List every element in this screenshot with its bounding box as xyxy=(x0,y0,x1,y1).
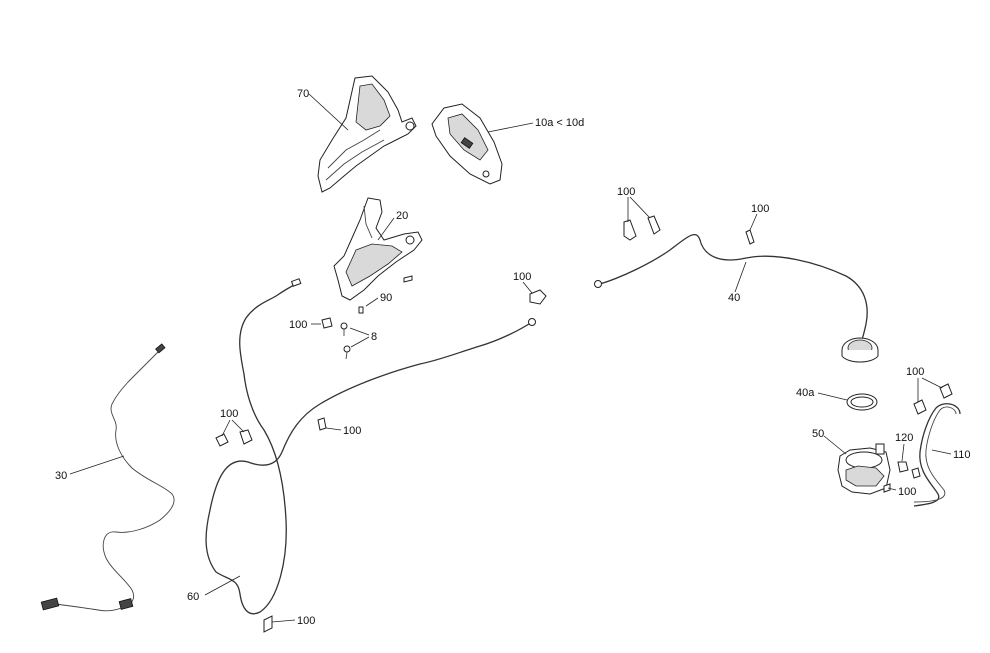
part-100-clip-h[interactable] xyxy=(883,467,921,493)
part-60-cable[interactable] xyxy=(205,278,536,615)
callout-120: 120 xyxy=(895,432,913,444)
callout-90: 90 xyxy=(380,292,392,304)
callout-60: 60 xyxy=(187,591,199,603)
part-40-drum[interactable] xyxy=(841,337,879,363)
part-100-clip-b[interactable] xyxy=(529,289,547,305)
callout-8: 8 xyxy=(371,331,377,343)
callout-30: 30 xyxy=(55,470,67,482)
part-110-hose[interactable] xyxy=(913,403,961,507)
part-40a-ring[interactable] xyxy=(846,393,878,411)
callout-100-b: 100 xyxy=(513,271,531,283)
part-90-pin-b[interactable] xyxy=(358,306,364,314)
callout-100-i: 100 xyxy=(906,366,924,378)
callout-40: 40 xyxy=(728,292,740,304)
part-100-clip-g[interactable] xyxy=(745,229,755,245)
callout-20: 20 xyxy=(396,210,408,222)
part-10-switch-housing[interactable] xyxy=(431,103,503,185)
callout-100-g: 100 xyxy=(751,203,769,215)
part-50-housing[interactable] xyxy=(837,443,891,495)
part-100-clip-a[interactable] xyxy=(321,317,333,329)
callout-100-h: 100 xyxy=(898,486,916,498)
part-100-clip-d[interactable] xyxy=(215,429,253,447)
callout-100-f: 100 xyxy=(617,186,635,198)
part-100-clip-i[interactable] xyxy=(913,383,953,415)
part-100-clip-f[interactable] xyxy=(623,215,661,241)
callout-70: 70 xyxy=(297,88,309,100)
part-20-lever-bracket[interactable] xyxy=(333,197,423,301)
callout-100-e: 100 xyxy=(297,615,315,627)
callout-100-d: 100 xyxy=(220,408,238,420)
part-70-shroud[interactable] xyxy=(317,75,417,193)
callout-40a: 40a xyxy=(796,387,815,399)
callout-10: 10a < 10d xyxy=(535,117,584,129)
callout-100-c: 100 xyxy=(343,425,361,437)
callout-100-a: 100 xyxy=(289,319,307,331)
part-40-cable[interactable] xyxy=(594,234,868,347)
callout-50: 50 xyxy=(812,428,824,440)
part-90-pin[interactable] xyxy=(403,275,413,283)
callout-110: 110 xyxy=(953,449,971,461)
part-100-clip-c[interactable] xyxy=(317,417,327,431)
part-30-harness[interactable] xyxy=(40,343,175,612)
part-8-screws[interactable] xyxy=(340,322,351,360)
part-120-screw[interactable] xyxy=(897,461,909,473)
part-100-clip-e[interactable] xyxy=(263,615,273,633)
